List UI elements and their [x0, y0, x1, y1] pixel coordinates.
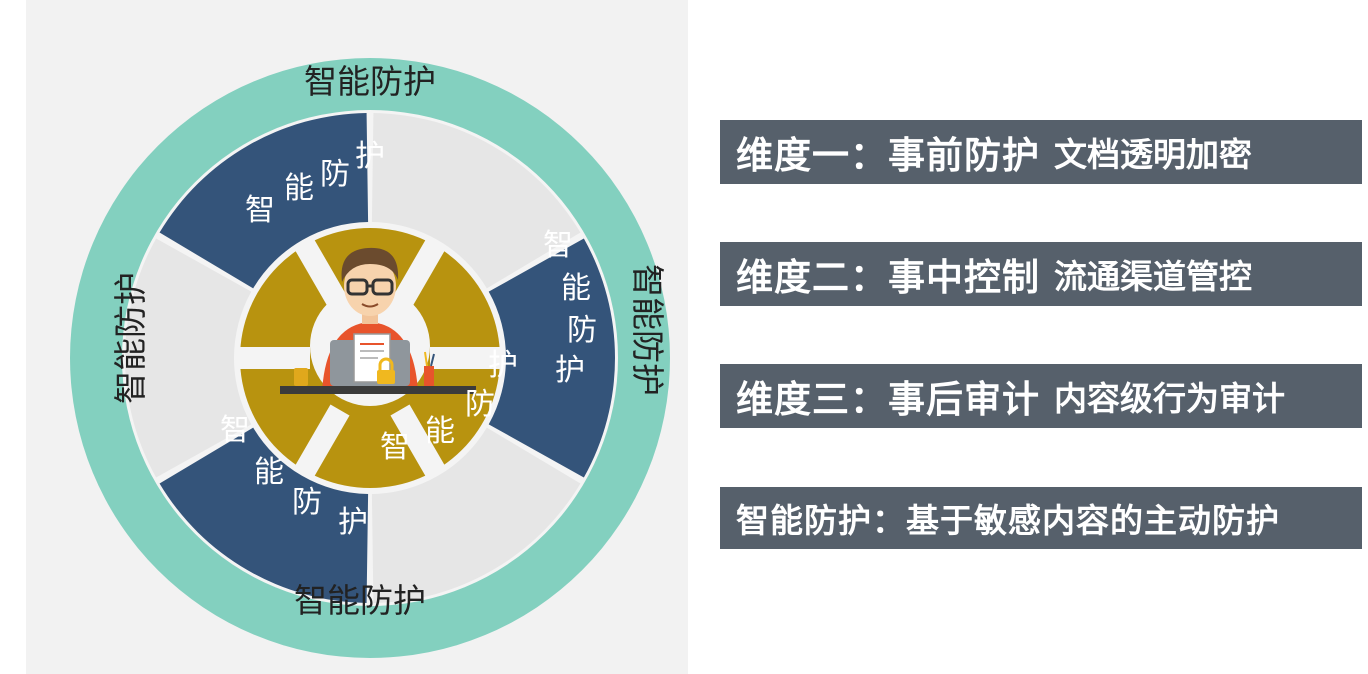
- desk: [280, 386, 476, 394]
- gray-wedge-left: [125, 238, 252, 478]
- person-hair: [341, 247, 399, 282]
- svg-text:护: 护: [355, 139, 385, 174]
- outer-ring-label-bottom: 智能防护: [294, 581, 426, 620]
- blue-wedge-top-left: [159, 113, 369, 289]
- gold-circle-gaps: [236, 236, 504, 480]
- svg-text:护: 护: [338, 505, 368, 540]
- gold-segment-gap: [390, 236, 447, 312]
- gold-segment-gap: [293, 404, 350, 480]
- svg-text:智: 智: [220, 413, 250, 448]
- dimension-banner-1: 维度一：事前防护 文档透明加密: [720, 120, 1362, 184]
- gold-segment-gap: [293, 236, 350, 312]
- outer-ring-label-top: 智能防护: [304, 62, 436, 101]
- svg-text:智: 智: [380, 430, 410, 465]
- diagram-svg: 智能防护 智能防护 智能防护 智能防护 智 能 防 护 智 能 防 护 智 能 …: [70, 58, 670, 658]
- svg-text:能: 能: [284, 171, 314, 206]
- protection-diagram: 智能防护 智能防护 智能防护 智能防护 智 能 防 护 智 能 防 护 智 能 …: [26, 0, 688, 674]
- svg-text:能: 能: [425, 414, 455, 449]
- svg-text:能: 能: [561, 271, 591, 306]
- dimension-banner-3: 维度三：事后审计 内容级行为审计: [720, 364, 1362, 428]
- blue-wedge-bottom-left: [159, 427, 369, 603]
- blue-wedge-right: [488, 238, 615, 478]
- svg-text:能: 能: [254, 455, 284, 490]
- blue-wedge-bottom-left-label: 智 能 防 护: [220, 413, 368, 540]
- person-at-desk-illustration: [280, 247, 476, 394]
- banner-subtitle: 文档透明加密: [1054, 135, 1252, 174]
- blue-wedge-top-left-label: 智 能 防 护: [245, 139, 385, 228]
- blue-wedge-right-label: 智 能 防 护: [543, 228, 597, 388]
- banner-title: 维度三：事后审计: [736, 378, 1040, 421]
- svg-text:防: 防: [465, 387, 495, 422]
- outer-ring-label-left: 智能防护: [111, 272, 150, 404]
- gold-wedge-label: 智 能 防 护: [380, 348, 518, 465]
- dimension-banner-2: 维度二：事中控制 流通渠道管控: [720, 242, 1362, 306]
- banner-title: 维度二：事中控制: [736, 256, 1040, 299]
- svg-text:护: 护: [555, 353, 585, 388]
- banner-title: 智能防护：基于敏感内容的主动防护: [736, 501, 1280, 540]
- banner-subtitle: 内容级行为审计: [1054, 379, 1285, 418]
- lock-icon: [377, 370, 395, 384]
- wedge-ring: [125, 113, 615, 603]
- mug-icon: [294, 368, 308, 386]
- svg-text:智: 智: [543, 228, 573, 263]
- gray-wedge-bottom-right: [371, 427, 581, 603]
- svg-text:护: 护: [488, 348, 518, 383]
- banner-title: 维度一：事前防护: [736, 134, 1040, 177]
- pen-cup-icon: [424, 366, 434, 386]
- svg-text:防: 防: [320, 157, 350, 192]
- svg-text:防: 防: [292, 485, 322, 520]
- svg-text:防: 防: [567, 313, 597, 348]
- outer-ring-label-right: 智能防护: [628, 264, 667, 396]
- summary-banner: 智能防护：基于敏感内容的主动防护: [720, 487, 1362, 549]
- banner-subtitle: 流通渠道管控: [1054, 257, 1252, 296]
- gold-segment-gap: [390, 404, 447, 480]
- svg-text:智: 智: [245, 193, 275, 228]
- gray-wedge-top-right: [371, 113, 581, 289]
